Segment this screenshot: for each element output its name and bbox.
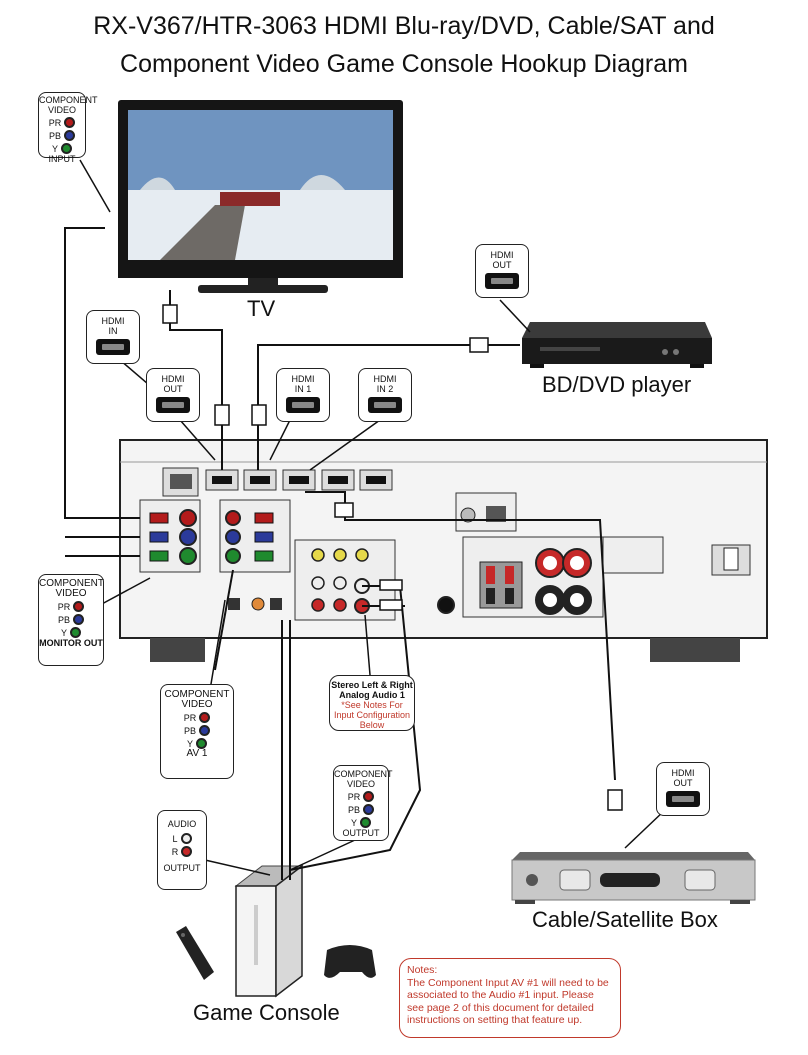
y-label: Y bbox=[350, 817, 357, 828]
callout-line1: HDMI bbox=[291, 374, 315, 384]
cable-connectors-colored bbox=[149, 512, 274, 562]
hdmi-port-icon bbox=[368, 397, 402, 413]
pr-label: PR bbox=[57, 601, 71, 612]
stereo-note1: *See Notes For bbox=[341, 700, 403, 710]
receiver-rear-panel bbox=[119, 439, 768, 662]
right-audio-jack-icon bbox=[181, 846, 193, 857]
hdmi-port-icon bbox=[156, 397, 190, 413]
game-console bbox=[176, 864, 376, 998]
callout-line2: VIDEO bbox=[346, 779, 375, 789]
callout-line1: HDMI bbox=[101, 316, 125, 326]
pr-jack-icon bbox=[199, 712, 211, 723]
console-component-output-callout: COMPONENT VIDEO PR PB Y OUTPUT bbox=[333, 765, 393, 841]
stereo-audio-callout: Stereo Left & Right Analog Audio 1 *See … bbox=[329, 675, 415, 731]
hdmi-port-icon bbox=[286, 397, 320, 413]
hdmi-port-icon bbox=[485, 273, 519, 289]
callout-line1: COMPONENT bbox=[164, 689, 230, 700]
pb-label: PB bbox=[48, 130, 61, 141]
callout-line1: COMPONENT bbox=[39, 95, 98, 105]
callout-footer: MONITOR OUT bbox=[39, 638, 103, 648]
callout-line1: HDMI bbox=[671, 768, 695, 778]
cable-hdmi-out-callout: HDMI OUT bbox=[656, 762, 710, 816]
callout-line1: HDMI bbox=[373, 374, 397, 384]
rx-hdmi-in1-callout: HDMI IN 1 bbox=[276, 368, 330, 422]
pb-jack-icon bbox=[363, 804, 374, 815]
callout-line2: IN 1 bbox=[294, 384, 312, 394]
callout-line2: IN 2 bbox=[376, 384, 394, 394]
pb-jack-icon bbox=[64, 130, 75, 141]
bd-hdmi-out-callout: HDMI OUT bbox=[475, 244, 529, 298]
pb-label: PB bbox=[347, 804, 360, 815]
callout-line2: OUT bbox=[492, 260, 512, 270]
y-jack-icon bbox=[196, 738, 207, 749]
callout-line1: COMPONENT bbox=[39, 578, 104, 589]
pb-label: PB bbox=[183, 725, 196, 736]
callout-footer: OUTPUT bbox=[163, 863, 201, 873]
left-audio-jack-icon bbox=[180, 833, 192, 844]
y-label: Y bbox=[60, 627, 67, 638]
pr-jack-icon bbox=[363, 791, 375, 802]
bd-player-label: BD/DVD player bbox=[542, 372, 692, 397]
stereo-line2: Analog Audio 1 bbox=[339, 690, 405, 700]
callout-line2: IN bbox=[108, 326, 118, 336]
cable-satellite-box bbox=[511, 852, 756, 904]
pr-label: PR bbox=[183, 712, 197, 723]
pr-label: PR bbox=[347, 791, 361, 802]
y-jack-icon bbox=[61, 143, 72, 154]
rx-hdmi-in2-callout: HDMI IN 2 bbox=[358, 368, 412, 422]
callout-footer: OUTPUT bbox=[342, 828, 380, 838]
diagram-title-line1: RX-V367/HTR-3063 HDMI Blu-ray/DVD, Cable… bbox=[93, 12, 715, 40]
callout-pointers bbox=[79, 159, 666, 876]
callout-footer: AV 1 bbox=[186, 748, 208, 759]
callout-footer: INPUT bbox=[48, 154, 76, 164]
y-label: Y bbox=[51, 143, 58, 154]
callout-line2: VIDEO bbox=[55, 588, 87, 599]
stereo-note3: Below bbox=[359, 720, 385, 730]
callout-line2: VIDEO bbox=[47, 105, 76, 115]
diagram-title-line2: Component Video Game Console Hookup Diag… bbox=[120, 50, 688, 78]
notes-box: Notes: The Component Input AV #1 will ne… bbox=[399, 958, 621, 1038]
tv bbox=[118, 100, 403, 293]
pr-label: PR bbox=[48, 117, 62, 128]
callout-line1: HDMI bbox=[490, 250, 514, 260]
stereo-note2: Input Configuration bbox=[333, 710, 411, 720]
stereo-line1: Stereo Left & Right bbox=[331, 680, 413, 690]
y-jack-icon bbox=[360, 817, 371, 828]
callout-line2: OUT bbox=[673, 778, 693, 788]
callout-line1: COMPONENT bbox=[334, 769, 393, 779]
pb-jack-icon bbox=[73, 614, 84, 625]
cable-box-label: Cable/Satellite Box bbox=[532, 907, 718, 932]
console-audio-output-callout: AUDIO L R OUTPUT bbox=[157, 810, 207, 890]
notes-body: The Component Input AV #1 will need to b… bbox=[407, 976, 609, 1027]
y-jack-icon bbox=[70, 627, 81, 638]
y-label: Y bbox=[186, 738, 193, 749]
callout-line1: HDMI bbox=[161, 374, 185, 384]
game-console-label: Game Console bbox=[193, 1000, 340, 1025]
tv-component-input-callout: COMPONENT VIDEO PR PB Y INPUT bbox=[38, 92, 98, 164]
tv-hdmi-in-callout: HDMI IN bbox=[86, 310, 140, 364]
av1-component-callout: COMPONENT VIDEO PR PB Y AV 1 bbox=[160, 684, 234, 779]
hdmi-port-icon bbox=[96, 339, 130, 355]
notes-heading: Notes: bbox=[407, 964, 438, 976]
left-label: L bbox=[172, 833, 178, 844]
pb-jack-icon bbox=[199, 725, 210, 736]
rx-hdmi-out-callout: HDMI OUT bbox=[146, 368, 200, 422]
pb-label: PB bbox=[57, 614, 70, 625]
cable-plugs bbox=[162, 304, 623, 811]
callout-line1: AUDIO bbox=[167, 819, 197, 829]
pr-jack-icon bbox=[64, 117, 76, 128]
bd-dvd-player bbox=[522, 322, 712, 368]
callout-line2: OUT bbox=[163, 384, 183, 394]
tv-label: TV bbox=[247, 296, 276, 321]
pr-jack-icon bbox=[73, 601, 85, 612]
hdmi-port-icon bbox=[666, 791, 700, 807]
callout-line2: VIDEO bbox=[181, 699, 213, 710]
monitor-out-callout: COMPONENT VIDEO PR PB Y MONITOR OUT bbox=[38, 574, 104, 666]
right-label: R bbox=[171, 846, 179, 857]
